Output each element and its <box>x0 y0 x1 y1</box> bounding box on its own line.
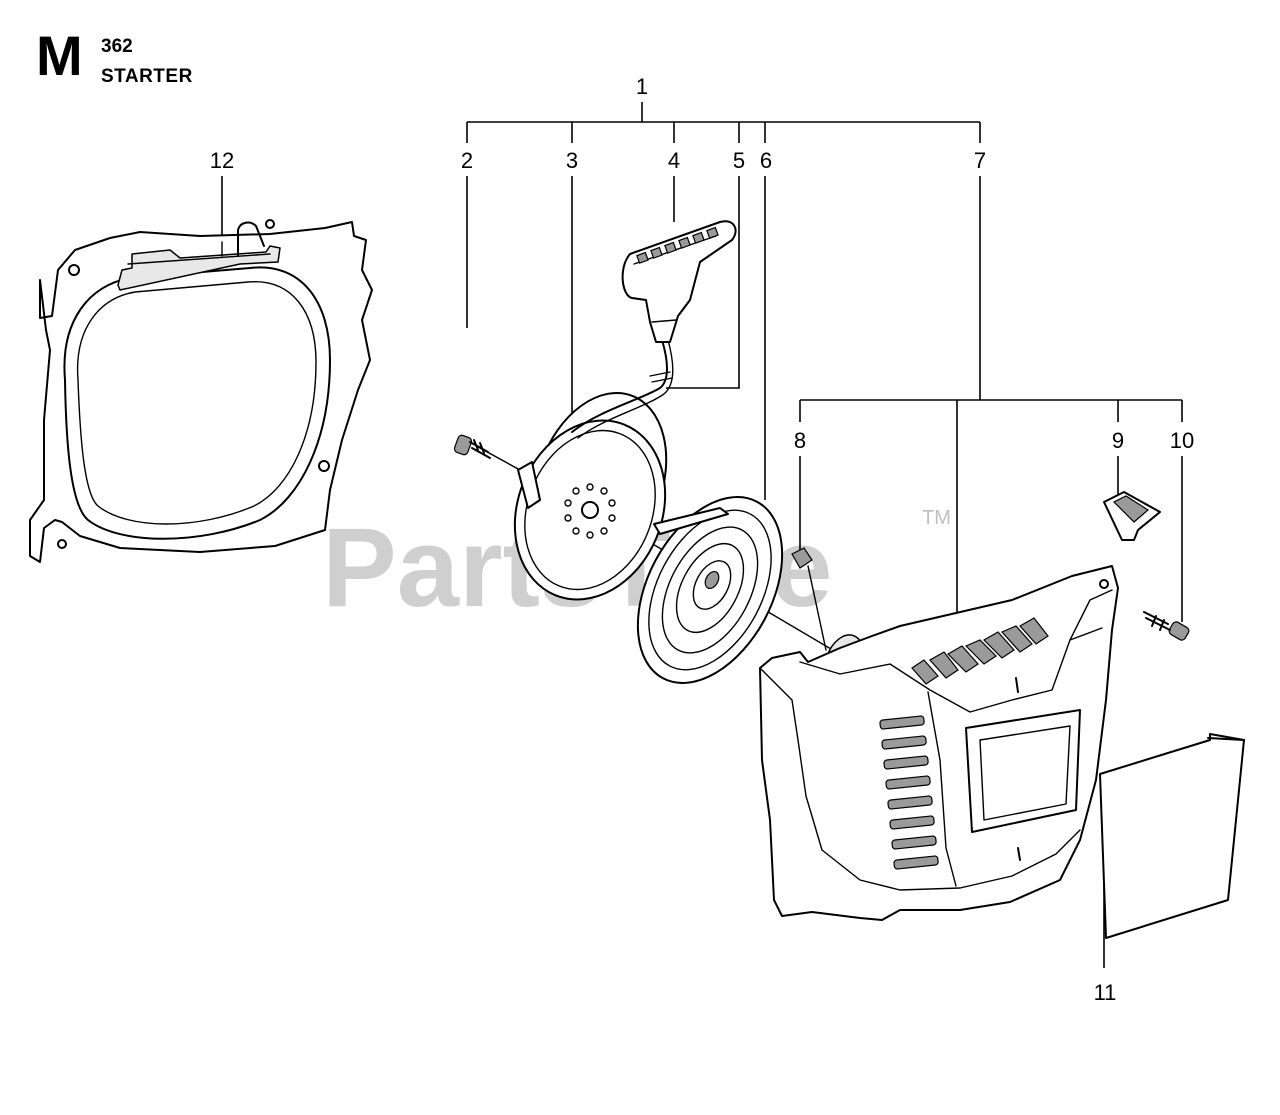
cord-guide-icon <box>1103 491 1161 541</box>
vent-slots-side <box>879 715 939 870</box>
leader-lines <box>221 102 1183 968</box>
pulley-holes <box>564 483 616 539</box>
callout-12: 12 <box>210 148 234 173</box>
callout-7: 7 <box>974 148 986 173</box>
decal-icon <box>1099 733 1245 939</box>
vent-slots-top <box>911 617 1049 685</box>
fan-housing-icon <box>29 219 373 563</box>
callout-5: 5 <box>733 148 745 173</box>
callout-6: 6 <box>760 148 772 173</box>
callout-8: 8 <box>794 428 806 453</box>
starter-handle-icon <box>621 220 737 343</box>
callout-4: 4 <box>668 148 680 173</box>
model-number: 362 <box>101 36 133 57</box>
callout-10: 10 <box>1170 428 1194 453</box>
screw-icon <box>453 434 491 459</box>
screw-icon <box>1143 611 1190 641</box>
starter-cord-icon <box>571 339 674 439</box>
watermark-trademark: TM <box>922 507 951 529</box>
pulley-icon <box>513 391 668 601</box>
callout-3: 3 <box>566 148 578 173</box>
section-title: STARTER <box>101 66 193 87</box>
starter-cover-icon <box>759 565 1119 921</box>
callout-2: 2 <box>461 148 473 173</box>
callout-9: 9 <box>1112 428 1124 453</box>
callout-1: 1 <box>636 74 648 99</box>
section-letter: M <box>36 24 83 87</box>
callout-labels: 1 2 3 4 5 6 7 8 9 10 11 12 <box>210 74 1194 1005</box>
recoil-spring-icon <box>636 496 784 684</box>
callout-11: 11 <box>1094 980 1117 1005</box>
